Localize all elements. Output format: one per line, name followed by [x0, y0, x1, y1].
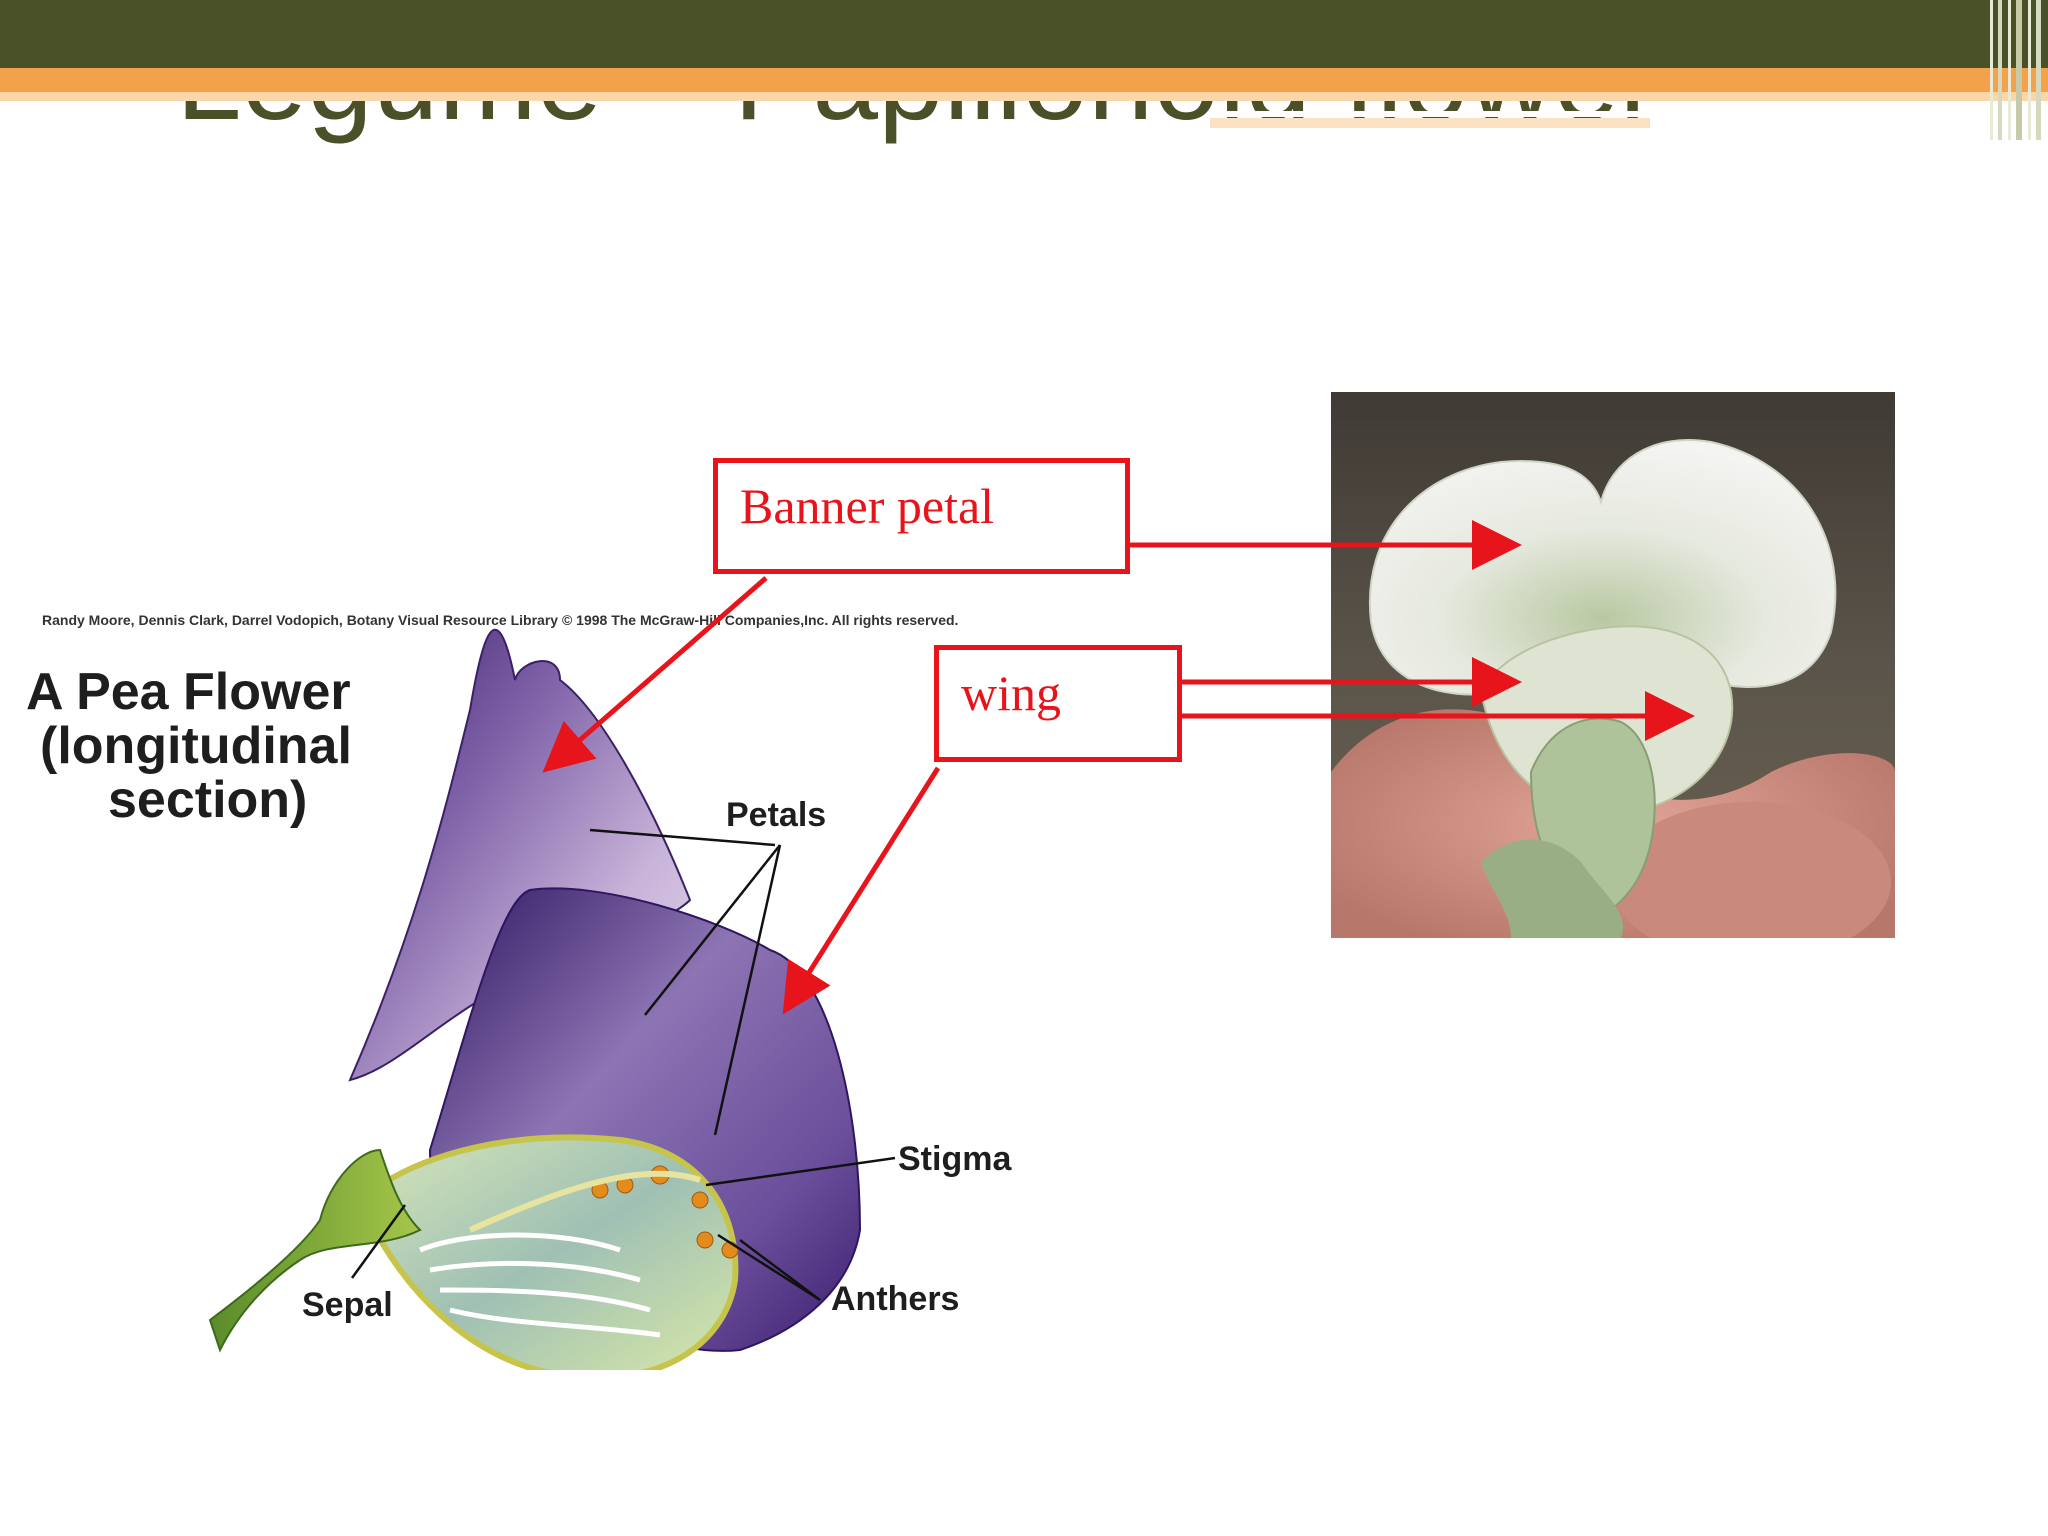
sepal-shape [208, 1148, 422, 1353]
style-line [468, 1170, 701, 1233]
arrow-wing-to-diagram [782, 766, 941, 1015]
diagram-heading-line2: (longitudinal [40, 717, 352, 775]
header-stripe-white [1210, 111, 1910, 117]
callout-banner-petal-text: Banner petal [740, 478, 995, 534]
label-stigma: Stigma [898, 1140, 1012, 1178]
header-band [0, 0, 2048, 140]
pea-flower-photo [1331, 392, 1895, 938]
diagram-credit: Randy Moore, Dennis Clark, Darrel Vodopi… [42, 612, 959, 628]
pea-flower-illustration [208, 628, 896, 1370]
callout-banner-petal: Banner petal [713, 458, 1130, 574]
pea-flower-diagram: Randy Moore, Dennis Clark, Darrel Vodopi… [0, 590, 1100, 1370]
stamens [419, 1232, 661, 1338]
header-stripe-accent [1210, 118, 1650, 128]
photo-calyx [1481, 839, 1623, 938]
diagram-heading-line1: A Pea Flower [26, 663, 351, 721]
arrow-banner-to-diagram [542, 576, 768, 773]
diagram-heading-line3: section) [108, 771, 308, 829]
label-sepal: Sepal [302, 1286, 393, 1324]
header-stripe-white-2 [1650, 126, 1990, 130]
header-stripe-orange [0, 68, 2048, 92]
callout-wing-text: wing [961, 665, 1061, 721]
label-anthers: Anthers [831, 1280, 960, 1318]
photo-fingertip [1611, 802, 1891, 938]
header-stripe-light [0, 92, 2048, 101]
flower-photo-image [1331, 392, 1895, 938]
leader-lines [350, 828, 896, 1302]
header-corner-lines [1990, 0, 2041, 140]
callout-wing: wing [934, 645, 1182, 762]
label-petals: Petals [726, 796, 827, 834]
header-band-dark [0, 0, 2048, 68]
